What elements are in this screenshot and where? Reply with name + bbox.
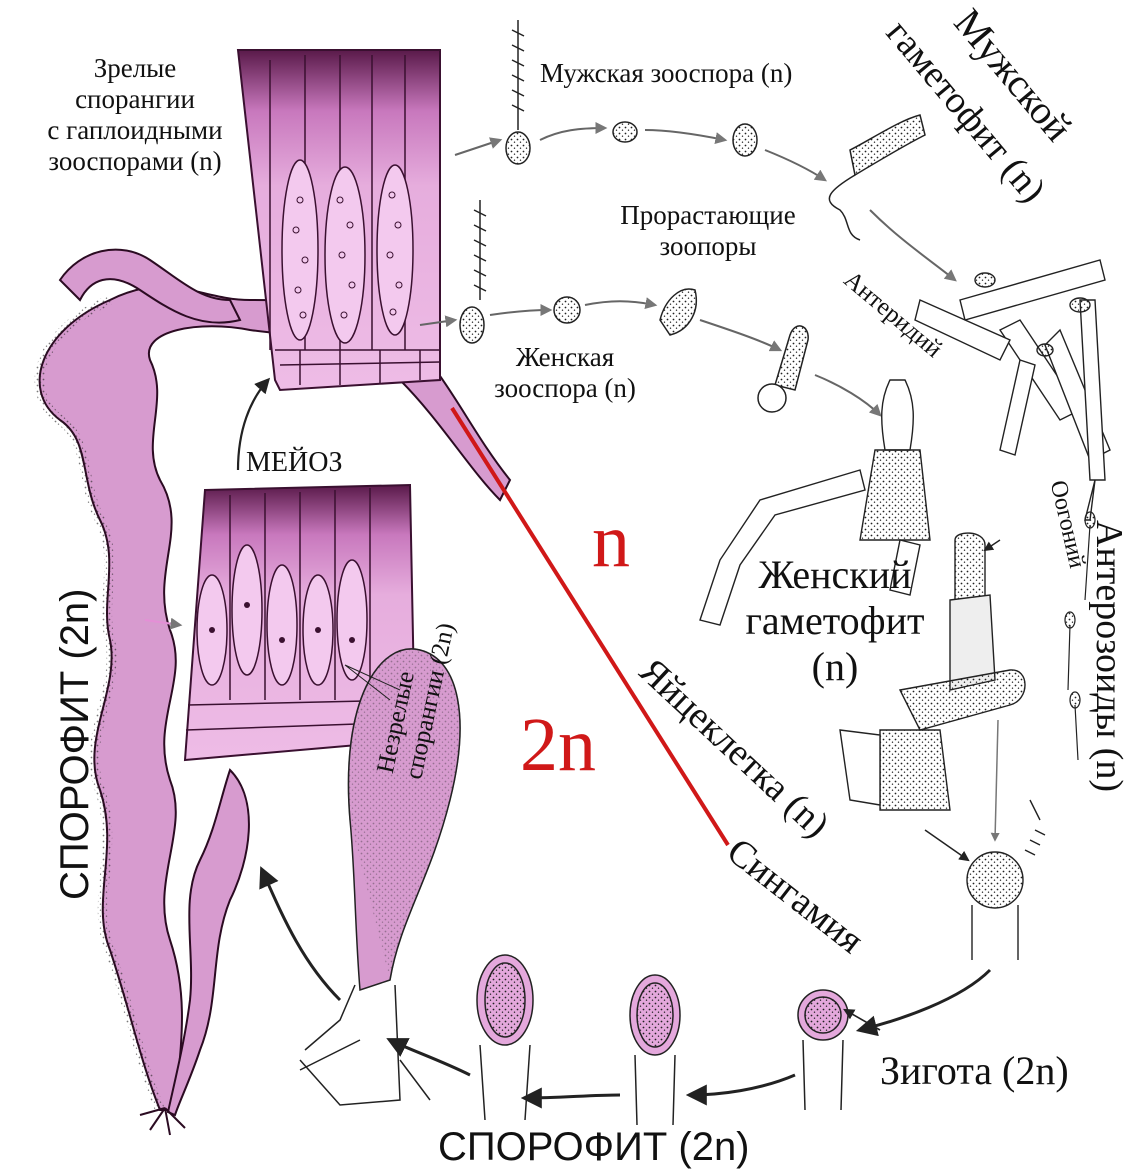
haploid-mark: n bbox=[592, 498, 630, 585]
germinating-label: Прорастающие зоопоры bbox=[578, 200, 838, 262]
female-zoospore-label: Женская зооспора (n) bbox=[455, 342, 675, 404]
female-gametophyte-line-2: гаметофит bbox=[715, 598, 955, 644]
fertilization-cell bbox=[967, 800, 1045, 960]
female-gametophyte-line-1: Женский bbox=[715, 552, 955, 598]
mature-sporangia-tissue bbox=[238, 50, 440, 390]
kelp-blade-lower bbox=[168, 770, 249, 1115]
sporophyte-bottom-label: СПОРОФИТ (2n) bbox=[438, 1124, 750, 1170]
mature-sporangia-line-4: зооспорами (n) bbox=[4, 146, 266, 177]
germinating-line-2: зоопоры bbox=[578, 231, 838, 262]
antherozoids-label: Антерозоиды (n) bbox=[1086, 520, 1127, 792]
zygote-label: Зигота (2n) bbox=[880, 1048, 1069, 1094]
female-gametophyte-label: Женский гаметофит (n) bbox=[715, 552, 955, 690]
mature-sporangium-cells bbox=[282, 160, 413, 343]
female-gametophyte-line-3: (n) bbox=[715, 644, 955, 690]
holdfast bbox=[140, 1108, 185, 1135]
germinating-line-1: Прорастающие bbox=[578, 200, 838, 231]
mature-sporangia-line-2: спорангии bbox=[4, 84, 266, 115]
female-zoospore-line-2: зооспора (n) bbox=[455, 373, 675, 404]
zygote-series bbox=[477, 955, 848, 1125]
sporophyte-left-label: СПОРОФИТ (2n) bbox=[52, 588, 98, 900]
meiosis-label: МЕЙОЗ bbox=[246, 447, 342, 479]
diploid-mark: 2n bbox=[520, 702, 596, 789]
male-gametophyte-filaments bbox=[915, 260, 1110, 520]
female-zoospore-line-1: Женская bbox=[455, 342, 675, 373]
male-zoospore-label: Мужская зооспора (n) bbox=[540, 58, 792, 89]
mature-sporangia-line-1: Зрелые bbox=[4, 53, 266, 84]
mature-sporangia-line-3: с гаплоидными bbox=[4, 115, 266, 146]
mature-sporangia-label: Зрелые спорангии с гаплоидными зооспорам… bbox=[4, 53, 266, 177]
